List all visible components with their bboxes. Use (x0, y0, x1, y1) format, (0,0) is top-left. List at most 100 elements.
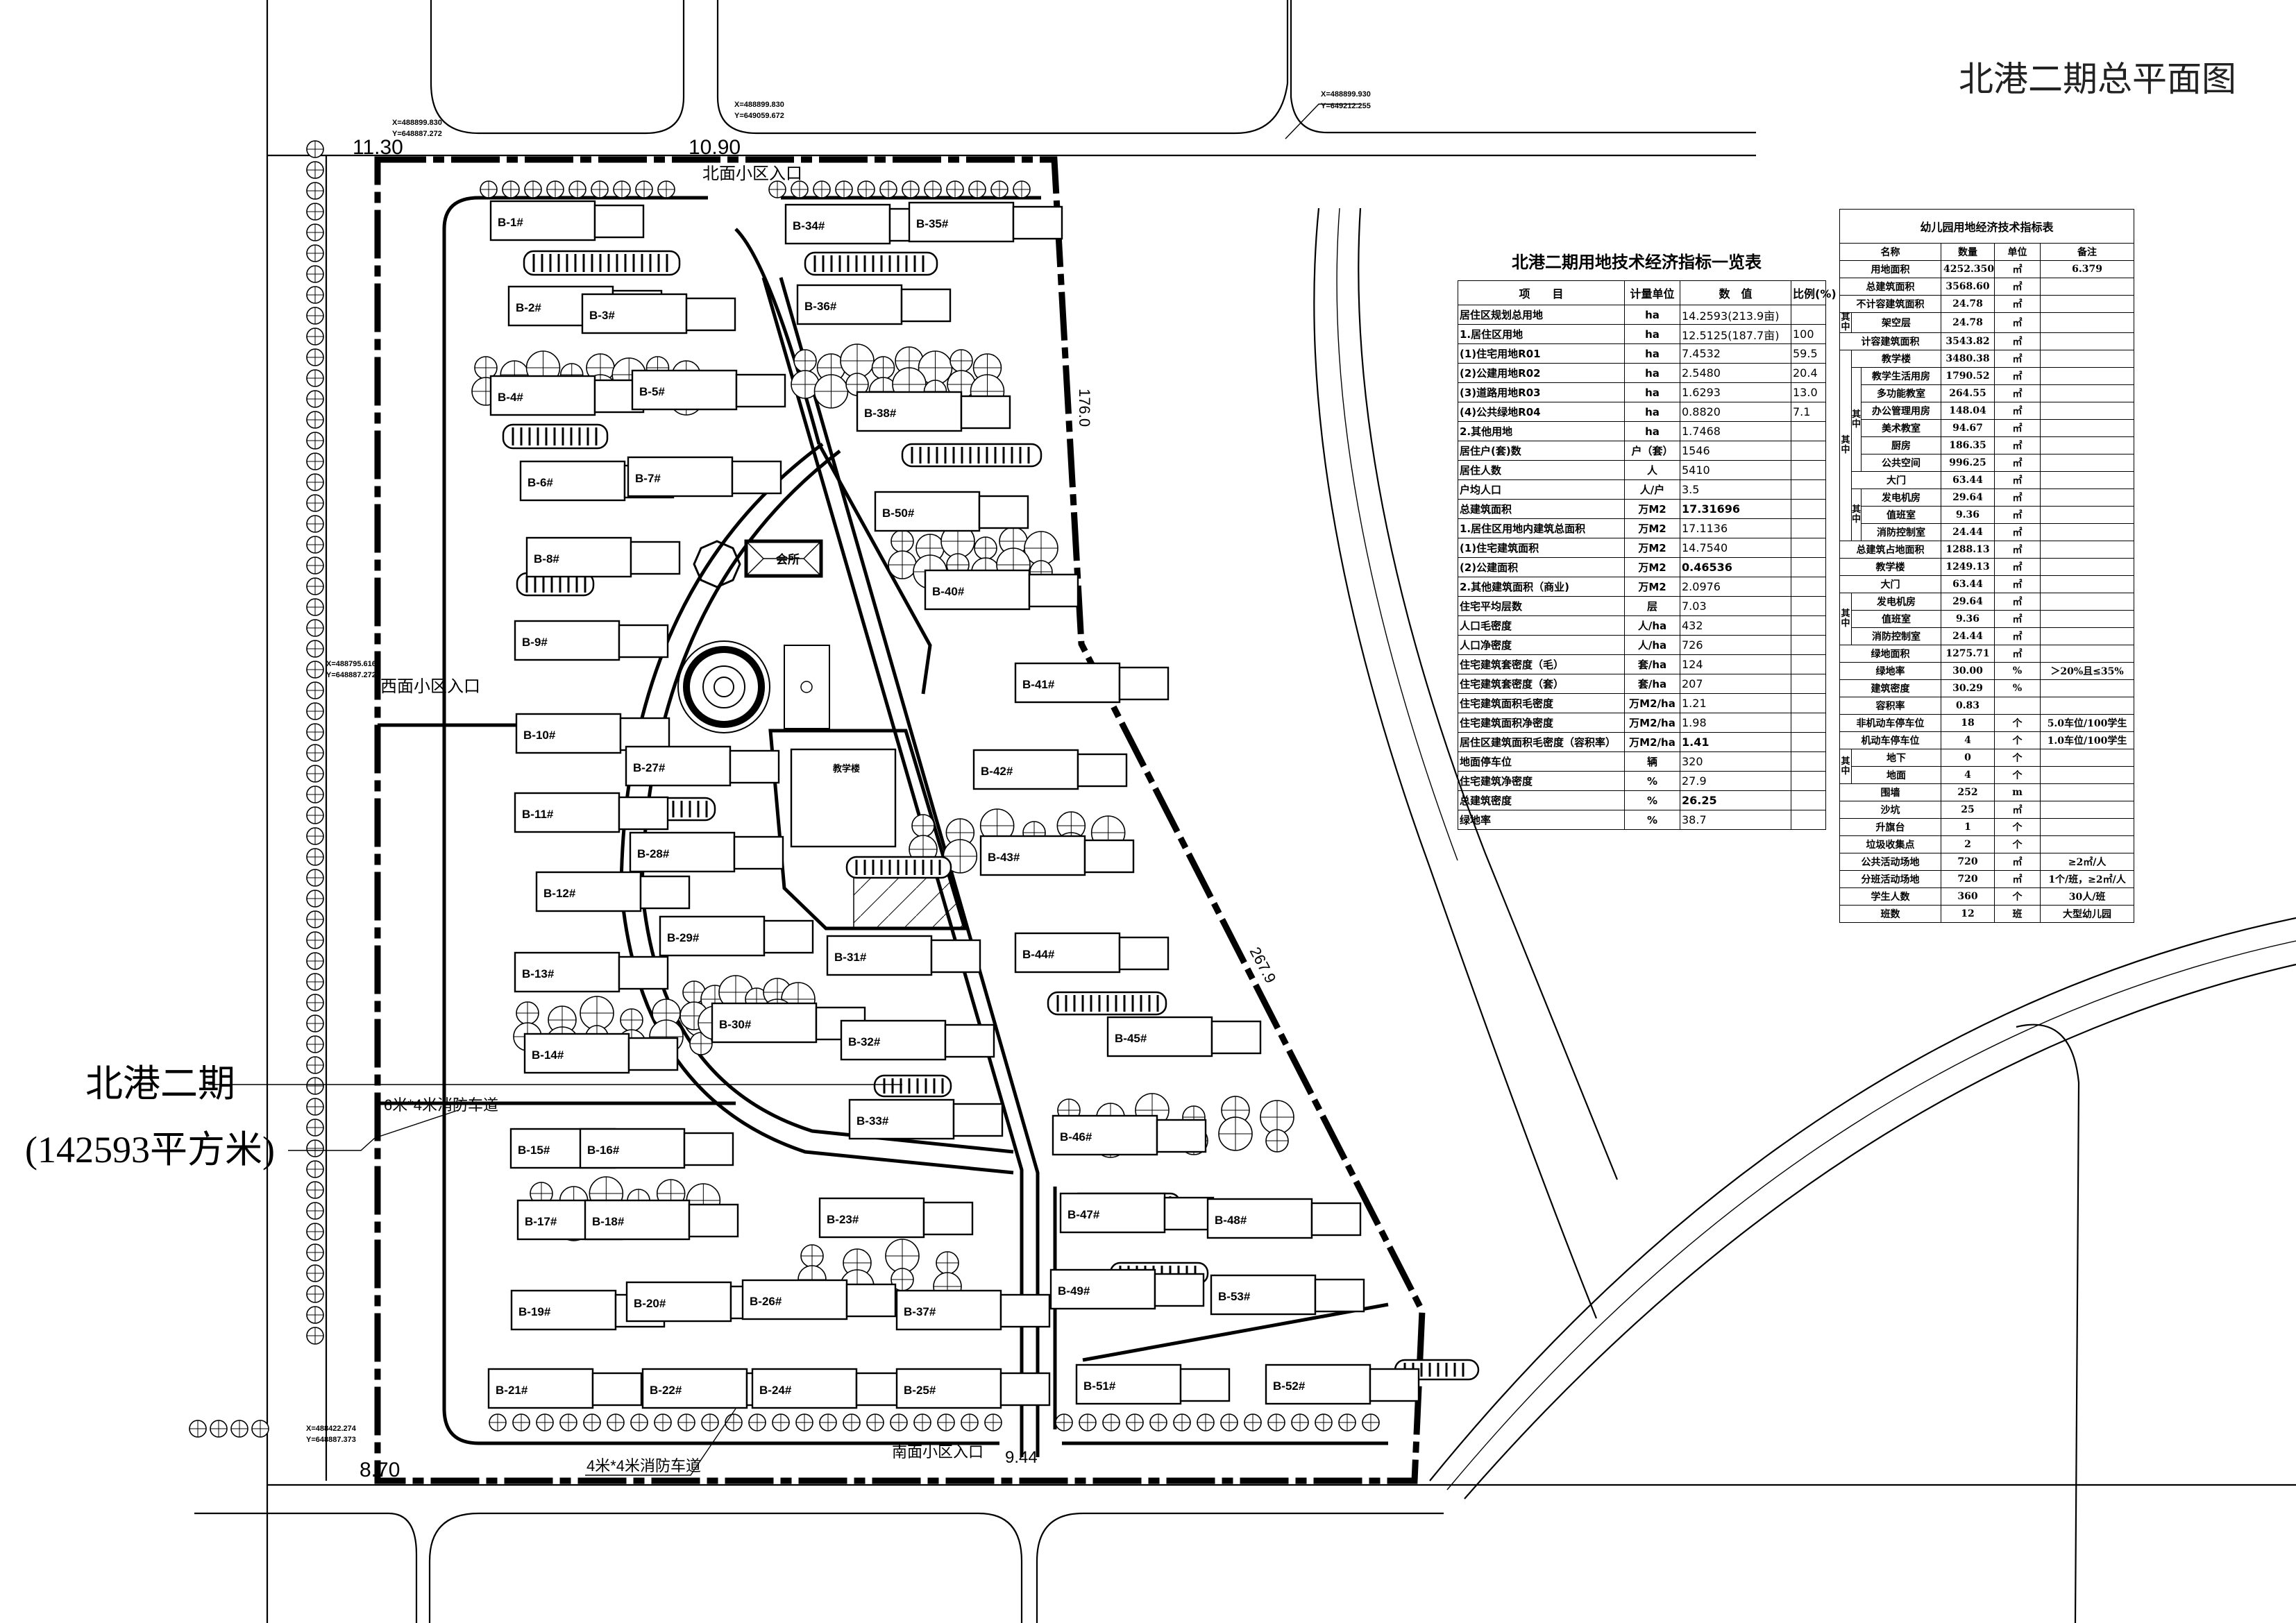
building-footprint (1075, 1363, 1182, 1405)
building: B-35# (908, 201, 1063, 243)
tree-icon (820, 1414, 836, 1431)
cell-quantity: 0 (1941, 749, 1995, 767)
cell-value: 17.1136 (1680, 518, 1791, 538)
tree-icon (1013, 181, 1030, 198)
cell-ratio (1791, 596, 1826, 616)
tree-icon (655, 1414, 671, 1431)
building-label: B-46# (1060, 1130, 1092, 1144)
building-footprint (618, 796, 669, 831)
tree-icon (307, 745, 323, 761)
tree-icon (974, 537, 997, 559)
cell-note (2039, 278, 2135, 296)
building: B-46# (1052, 1114, 1207, 1156)
cell-unit: 个 (1994, 766, 2041, 784)
tree-icon (843, 1414, 860, 1431)
building-label: B-50# (882, 507, 915, 520)
cell-quantity: 24.44 (1941, 523, 1995, 541)
cell-ratio: 100 (1791, 324, 1826, 344)
cell-item: 1.居住区用地内建筑总面积 (1458, 518, 1625, 538)
building-footprint (591, 1372, 643, 1407)
building-footprint (978, 495, 1029, 529)
tree-icon (307, 1015, 323, 1032)
tree-icon (307, 869, 323, 886)
building-footprint (525, 536, 632, 578)
cell-ratio (1791, 674, 1826, 694)
cell-quantity: 4252.350 (1941, 260, 1995, 278)
tree-icon (307, 932, 323, 949)
cell-value: 5410 (1680, 460, 1791, 480)
table2-title: 幼儿园用地经济技术指标表 (1839, 209, 2135, 244)
building-footprint (523, 1033, 630, 1074)
cell-value: 3.5 (1680, 479, 1791, 500)
cell-unit: ㎡ (1994, 575, 2041, 593)
tree-icon (307, 1161, 323, 1178)
building-footprint (729, 749, 780, 784)
cell-unit: ㎡ (1994, 801, 2041, 819)
cell-unit: 班 (1994, 905, 2041, 923)
clubhouse-label: 会所 (776, 552, 800, 566)
tree-icon (636, 181, 652, 198)
cell-item: (3)道路用地R03 (1458, 382, 1625, 402)
tree-icon (489, 1414, 506, 1431)
tree-icon (1174, 1414, 1190, 1431)
table-row: 绿地率%38.7 (1458, 810, 1826, 830)
cell-ratio (1791, 557, 1826, 577)
cell-unit: ㎡ (1994, 312, 2041, 333)
building-footprint (952, 1103, 1004, 1137)
cell-name: 地面 (1851, 766, 1941, 784)
tree-icon (252, 1420, 269, 1437)
cell-item: 人口净密度 (1458, 635, 1625, 655)
building-footprint (1014, 932, 1121, 974)
cell-note (2039, 593, 2135, 611)
cell-quantity: 9.36 (1941, 610, 1995, 628)
cell-name: 计容建筑面积 (1839, 332, 1941, 350)
tree-icon (794, 350, 816, 372)
cell-item: (2)公建面积 (1458, 557, 1625, 577)
building-footprint (874, 491, 981, 532)
cell-unit: 万M2 (1624, 557, 1680, 577)
building-footprint (1077, 753, 1128, 788)
tree-icon (516, 1002, 539, 1024)
building: B-27# (625, 745, 780, 787)
building-label: B-44# (1022, 948, 1055, 961)
tree-icon (513, 1414, 530, 1431)
cell-value: 38.7 (1680, 810, 1791, 830)
tree-icon (307, 1182, 323, 1198)
tree-icon (1103, 1414, 1120, 1431)
coordinate-y: Y=649059.672 (734, 112, 784, 120)
cell-unit: ㎡ (1994, 488, 2041, 507)
tree-icon (769, 181, 786, 198)
cell-item: 住宅建筑套密度（毛） (1458, 654, 1625, 674)
cell-name: 多功能教室 (1861, 384, 1941, 402)
building: B-43# (979, 835, 1135, 876)
building-label: B-4# (498, 391, 523, 404)
building-footprint (1163, 1196, 1215, 1231)
building-label: B-24# (759, 1384, 792, 1397)
cell-name: 班数 (1839, 905, 1941, 923)
building-label: B-49# (1058, 1284, 1090, 1298)
cell-item: 2.其他建筑面积（商业) (1458, 577, 1625, 597)
cell-ratio: 13.0 (1791, 382, 1826, 402)
building-label: B-31# (834, 951, 867, 964)
building: B-42# (972, 749, 1128, 790)
cell-quantity: 1275.71 (1941, 645, 1995, 663)
building-footprint (1206, 1198, 1313, 1239)
tree-icon (480, 181, 497, 198)
building-label: B-33# (856, 1114, 889, 1128)
cell-unit: ㎡ (1994, 260, 2041, 278)
tree-icon (210, 1420, 227, 1437)
tree-icon (872, 357, 895, 379)
building-label: B-3# (589, 309, 615, 322)
cell-unit: m (1994, 783, 2041, 801)
building-label: B-28# (637, 847, 670, 860)
tree-icon (1244, 1414, 1261, 1431)
tree-icon (888, 551, 916, 579)
tree-icon (307, 557, 323, 574)
elevation-sw: 8.70 (360, 1459, 400, 1481)
